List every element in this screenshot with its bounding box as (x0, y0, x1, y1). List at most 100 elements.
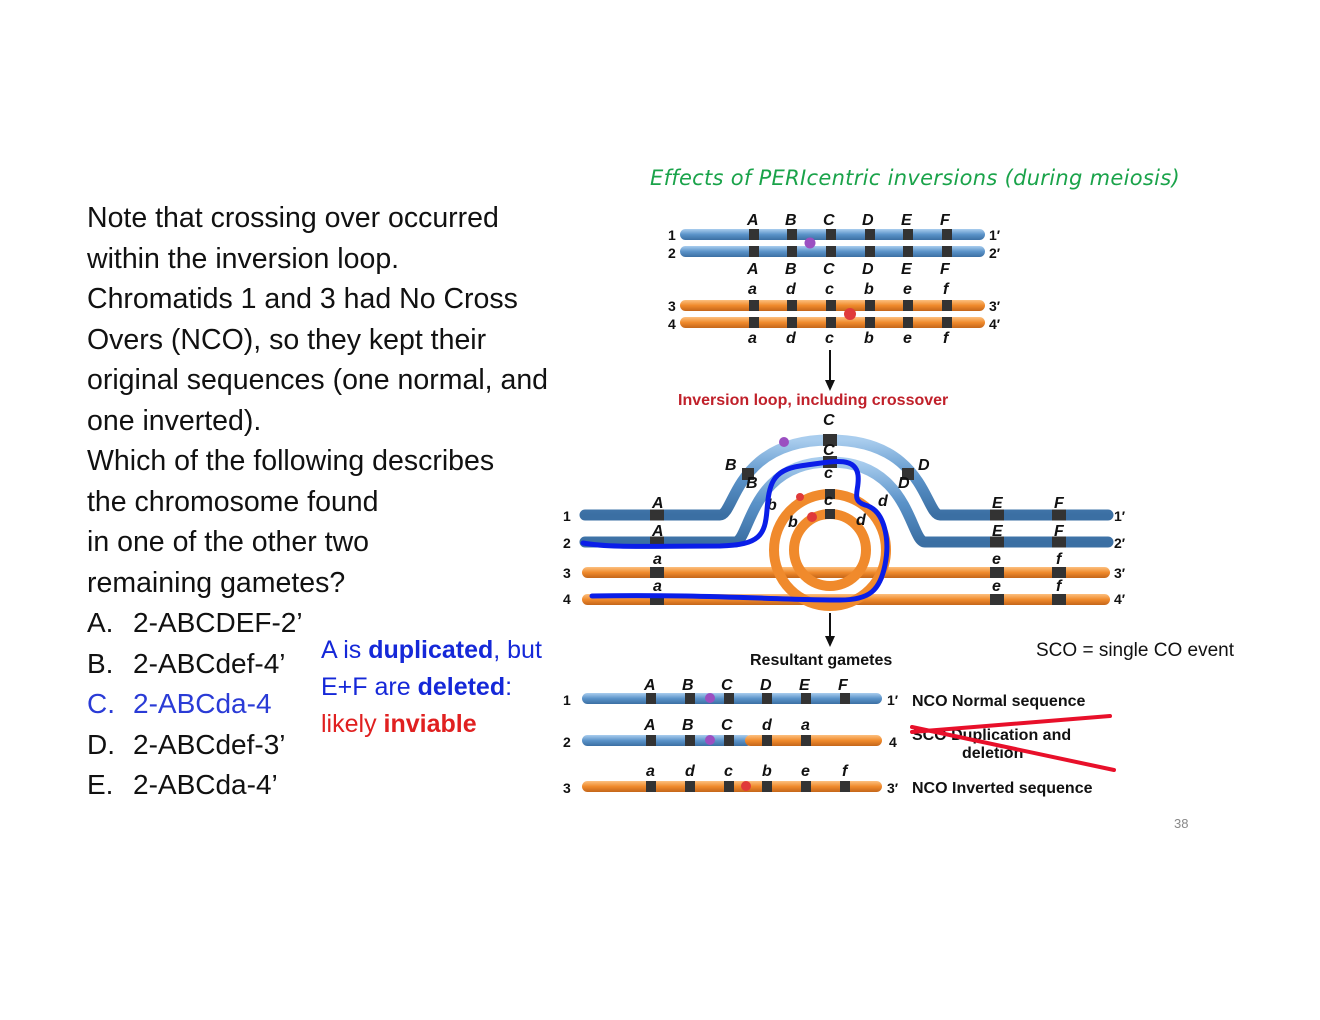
svg-text:3′: 3′ (887, 780, 899, 796)
question-line: Chromatids 1 and 3 had No Cross (87, 283, 518, 315)
svg-text:F: F (1054, 523, 1065, 540)
svg-text:D: D (898, 475, 910, 492)
svg-text:f: f (943, 330, 950, 347)
gamete-1 (582, 693, 882, 704)
note-line-3: likely inviable (321, 710, 477, 738)
svg-text:d: d (786, 281, 797, 298)
centromere (844, 308, 856, 320)
loop-caption: Inversion loop, including crossover (678, 392, 948, 409)
svg-text:2: 2 (563, 734, 571, 750)
page-number: 38 (1174, 816, 1189, 831)
svg-text:3: 3 (563, 565, 571, 581)
svg-text:D: D (862, 212, 874, 229)
svg-text:C: C (823, 261, 835, 278)
svg-text:a: a (646, 763, 655, 780)
svg-text:c: c (724, 763, 733, 780)
svg-text:b: b (864, 281, 874, 298)
option-e[interactable]: E.2-ABCda-4’ (87, 769, 278, 800)
explanation-note: A is duplicated, but E+F are deleted: li… (321, 632, 542, 743)
svg-text:F: F (940, 261, 951, 278)
svg-text:A: A (643, 677, 656, 694)
svg-text:d: d (786, 330, 797, 347)
svg-text:e: e (903, 281, 912, 298)
svg-text:F: F (838, 677, 849, 694)
svg-text:E: E (992, 495, 1004, 512)
svg-text:d: d (685, 763, 696, 780)
svg-text:d: d (856, 512, 867, 529)
svg-text:1: 1 (563, 692, 571, 708)
svg-text:2′: 2′ (1114, 535, 1126, 551)
crossover-annotation (580, 459, 890, 603)
centromere (804, 237, 816, 249)
svg-text:a: a (801, 717, 810, 734)
question-line: original sequences (one normal, and (87, 364, 549, 396)
svg-text:e: e (992, 578, 1001, 595)
svg-text:1′: 1′ (887, 692, 899, 708)
svg-text:c: c (824, 465, 833, 482)
svg-text:F: F (1054, 495, 1065, 512)
svg-text:b: b (864, 330, 874, 347)
svg-text:E: E (901, 212, 913, 229)
svg-text:B: B (725, 457, 737, 474)
gametes-caption: Resultant gametes (750, 652, 892, 669)
svg-text:e: e (903, 330, 912, 347)
svg-text:E: E (799, 677, 811, 694)
svg-text:C: C (823, 412, 835, 429)
svg-text:f: f (1056, 551, 1063, 568)
svg-text:3: 3 (668, 298, 676, 314)
question-line: Note that crossing over occurred (87, 202, 499, 234)
sco-definition: SCO = single CO event (1036, 640, 1235, 661)
svg-text:C: C (721, 677, 733, 694)
option-c[interactable]: C.2-ABCda-4 (87, 688, 272, 719)
svg-text:1′: 1′ (989, 227, 1001, 243)
question-line: remaining gametes? (87, 566, 346, 599)
svg-text:c: c (825, 330, 834, 347)
svg-text:a: a (748, 281, 757, 298)
svg-text:f: f (1056, 578, 1063, 595)
svg-text:D: D (918, 457, 930, 474)
svg-text:2: 2 (668, 245, 676, 261)
svg-text:1: 1 (563, 508, 571, 524)
svg-text:d: d (878, 493, 889, 510)
svg-text:B: B (746, 475, 758, 492)
svg-text:D: D (862, 261, 874, 278)
svg-text:f: f (842, 763, 849, 780)
svg-text:D: D (760, 677, 772, 694)
svg-text:b: b (767, 497, 777, 514)
svg-text:e: e (992, 551, 1001, 568)
figure-title: Effects of PERIcentric inversions (durin… (650, 166, 1180, 190)
svg-text:F: F (940, 212, 951, 229)
svg-text:c: c (825, 281, 834, 298)
svg-text:E: E (992, 523, 1004, 540)
svg-text:3: 3 (563, 780, 571, 796)
gamete-1-caption: NCO Normal sequence (912, 693, 1085, 710)
arrow-head-icon (825, 636, 835, 647)
svg-text:4′: 4′ (989, 316, 1001, 332)
top-blue-pair (680, 229, 985, 257)
svg-text:4: 4 (668, 316, 676, 332)
cross-out-mark (910, 714, 1112, 734)
svg-text:A: A (651, 523, 664, 540)
svg-text:4: 4 (563, 591, 571, 607)
svg-text:2′: 2′ (989, 245, 1001, 261)
note-line-1: A is duplicated, but (321, 636, 542, 664)
question-line: in one of the other two (87, 526, 370, 558)
option-a[interactable]: A.2-ABCDEF-2’ (87, 607, 303, 638)
svg-text:a: a (653, 578, 662, 595)
question-text: Note that crossing over occurred within … (87, 198, 607, 603)
question-line: the chromosome found (87, 485, 379, 518)
gamete-2 (582, 735, 882, 746)
svg-text:f: f (943, 281, 950, 298)
svg-text:a: a (653, 551, 662, 568)
option-b[interactable]: B.2-ABCdef-4’ (87, 647, 286, 679)
svg-text:B: B (682, 717, 694, 734)
svg-text:A: A (643, 717, 656, 734)
svg-text:4: 4 (889, 734, 897, 750)
question-line: within the inversion loop. (87, 242, 400, 275)
option-d[interactable]: D.2-ABCdef-3’ (87, 728, 286, 760)
svg-text:b: b (788, 514, 798, 531)
top-orange-pair (680, 300, 985, 328)
svg-text:B: B (785, 261, 797, 278)
svg-text:E: E (901, 261, 913, 278)
